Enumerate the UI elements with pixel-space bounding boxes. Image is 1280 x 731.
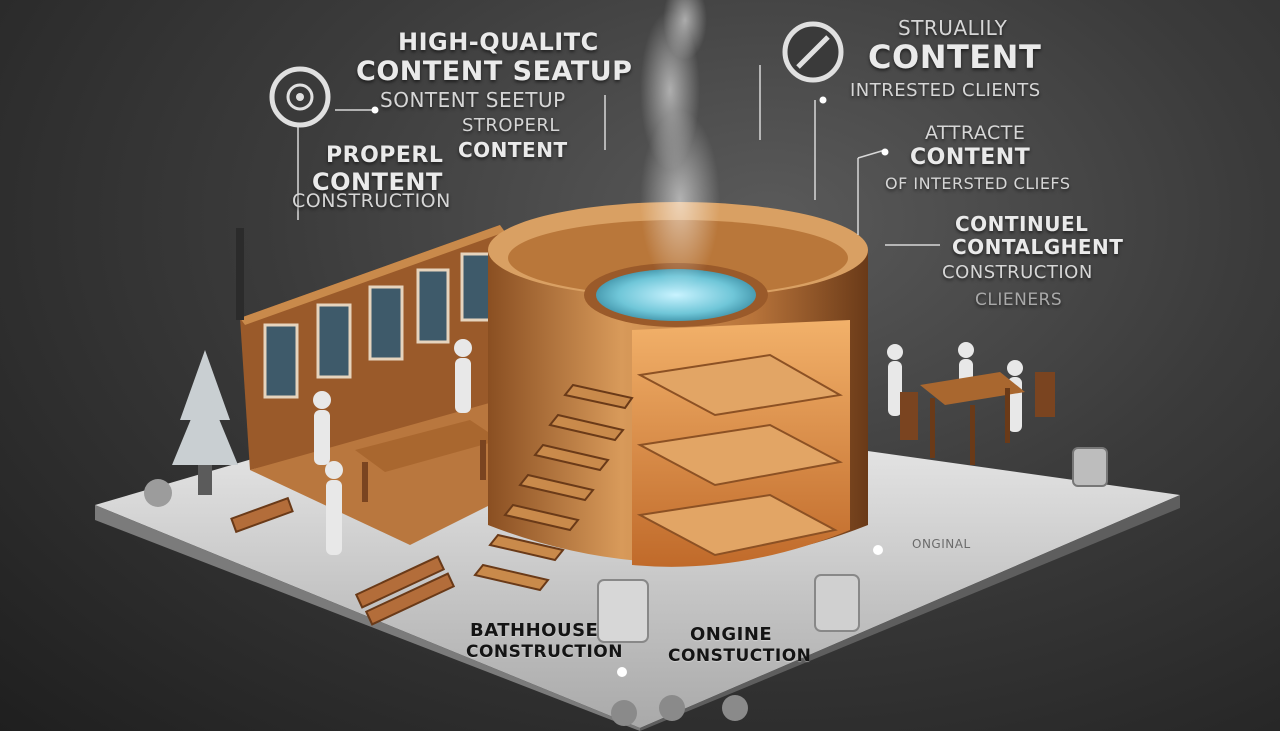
callout-right-line7: CONTINUEL (955, 212, 1089, 236)
props (144, 447, 1108, 726)
callout-left-line2: CONTENT SEATUP (356, 56, 633, 87)
callout-left-line3: SONTENT SEETUP (380, 88, 566, 112)
callout-left-line4: PROPERL (326, 143, 444, 168)
callout-right-line4: ATTRACTE (925, 122, 1026, 144)
callout-left-line1: HIGH-QUALITC (398, 28, 599, 56)
callout-left-line7: STROPERL (462, 115, 560, 136)
original-label: ONGINAL (912, 537, 971, 551)
callout-left-line5: CONTENT (312, 168, 443, 196)
steam-plume (640, 0, 720, 290)
ongine-label-line1: ONGINE (690, 624, 773, 645)
callout-right-line5: CONTENT (910, 145, 1031, 170)
callout-left-line8: CONTENT (458, 138, 568, 162)
pine-tree (172, 350, 238, 495)
callout-right-line3: INTRESTED CLIENTS (850, 80, 1041, 101)
callout-right-line10: CLIENERS (975, 290, 1063, 310)
ongine-label-line2: CONSTUCTION (668, 646, 812, 666)
bathhouse-label-line1: BATHHOUSE (470, 620, 599, 641)
callout-dots (371, 96, 889, 677)
callout-right-line6: OF INTERSTED CLIEFS (885, 174, 1071, 193)
cabin-wall (236, 225, 505, 470)
bathhouse-label-line2: CONSTRUCTION (466, 642, 623, 662)
callout-right-line8: CONTALGHENT (952, 235, 1124, 259)
callout-left-line6: CONSTRUCTION (292, 190, 451, 212)
deck-table (355, 420, 500, 502)
callout-right-line9: CONSTRUCTION (942, 262, 1093, 283)
no-sign-icon (782, 21, 844, 83)
staircase (473, 383, 634, 592)
target-icon (269, 66, 331, 128)
callout-right-line1: STRUALILY (898, 16, 1008, 40)
callout-right-line2: CONTENT (868, 38, 1042, 76)
meeting-table (900, 372, 1055, 465)
